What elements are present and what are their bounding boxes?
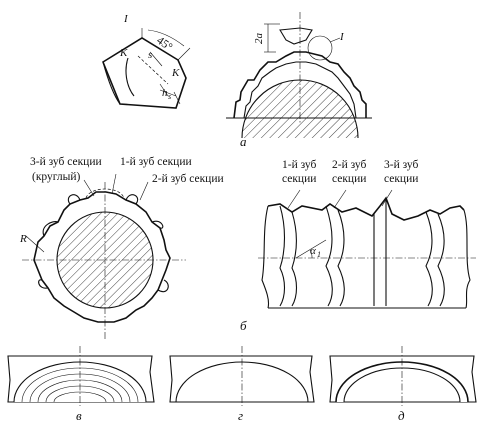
col2-leader bbox=[333, 189, 347, 209]
tooth-detail-insert bbox=[279, 27, 313, 45]
panel-d-block bbox=[329, 355, 477, 403]
col3-leader bbox=[381, 189, 393, 207]
detail-circle bbox=[307, 35, 333, 61]
col1-leader bbox=[287, 189, 301, 209]
h-s-label: h s bbox=[162, 87, 171, 101]
radius-leader bbox=[25, 235, 45, 253]
k-left-label: K bbox=[119, 47, 128, 59]
s-dimension bbox=[149, 51, 163, 67]
side-left-break bbox=[261, 205, 270, 309]
caption-v: в bbox=[76, 408, 82, 423]
tooth-6 bbox=[38, 279, 49, 289]
label-tooth3-line1: 3-й зуб секции bbox=[30, 156, 102, 168]
tooth-face-curve bbox=[125, 57, 135, 97]
panel-v-arc-6 bbox=[53, 391, 107, 403]
caption-b: б bbox=[240, 318, 247, 333]
h-dimension bbox=[159, 89, 177, 97]
detail-mark-label: I bbox=[123, 13, 129, 25]
tooth-2 bbox=[67, 194, 81, 205]
panel-d-half-bg bbox=[336, 362, 468, 402]
tooth-back-edge bbox=[102, 61, 121, 105]
panel-a-cutter-section: 2a I а bbox=[226, 12, 372, 149]
tooth2-leader bbox=[139, 181, 149, 201]
tooth-5 bbox=[157, 279, 169, 293]
detail-leader bbox=[329, 37, 341, 43]
tooth-section-4a bbox=[425, 211, 433, 307]
panel-v-half-bg bbox=[14, 362, 146, 402]
h-label: h bbox=[162, 87, 168, 99]
panel-v-block bbox=[7, 355, 155, 403]
2a-label: 2a bbox=[253, 33, 265, 45]
tooth-section-4b bbox=[437, 213, 445, 307]
h-extension-lines bbox=[159, 83, 181, 105]
panel-d: д bbox=[329, 346, 477, 423]
tooth-section-2a bbox=[325, 205, 333, 307]
alpha-sub-label: 1 bbox=[317, 250, 321, 259]
chip-line bbox=[137, 55, 169, 85]
k-right-label: K bbox=[171, 67, 180, 79]
tooth1-leader bbox=[111, 173, 117, 195]
label-tooth2: 2-й зуб секции bbox=[152, 173, 224, 185]
panel-g-lined-region bbox=[175, 361, 309, 403]
label-tooth3-line2: (круглый) bbox=[32, 171, 81, 183]
tooth-3 bbox=[125, 194, 139, 205]
alpha-label: α bbox=[310, 245, 316, 257]
col3-label-line2: секции bbox=[384, 173, 418, 185]
panel-a-tooth-detail: I 45° K K s h s bbox=[102, 13, 191, 109]
caption-a: а bbox=[240, 134, 247, 149]
tooth-1 bbox=[42, 221, 59, 237]
panel-b-cutter-front: 3-й зуб секции (круглый) 1-й зуб секции … bbox=[19, 156, 224, 340]
cutter-inner-outline bbox=[243, 61, 357, 119]
cutter-outline bbox=[233, 51, 367, 119]
col1-label-line1: 1-й зуб bbox=[282, 159, 317, 171]
caption-g: г bbox=[238, 408, 243, 423]
panel-g-block bbox=[169, 355, 315, 403]
angle-arc bbox=[147, 29, 185, 47]
col2-label-line2: секции bbox=[332, 173, 366, 185]
tooth-section-1a bbox=[279, 205, 286, 307]
tooth-section-1b bbox=[291, 211, 298, 307]
alpha-label-group: α 1 bbox=[310, 245, 321, 259]
s-label: s bbox=[148, 49, 152, 61]
tooth3-leader bbox=[83, 179, 95, 197]
angle-leaders bbox=[141, 28, 191, 61]
col3-label-line1: 3-й зуб bbox=[384, 159, 419, 171]
detail-mark-label-right: I bbox=[339, 31, 345, 43]
h-sub-label: s bbox=[168, 92, 171, 101]
label-tooth1: 1-й зуб секции bbox=[120, 156, 192, 168]
panel-b-cutter-side: α 1 1-й зуб секции 2-й зуб секции 3-й зу… bbox=[240, 159, 476, 333]
col2-label-line1: 2-й зуб bbox=[332, 159, 367, 171]
radius-label: R bbox=[19, 233, 27, 245]
col1-label-line2: секции bbox=[282, 173, 316, 185]
panel-v: в bbox=[7, 346, 155, 423]
side-right-break bbox=[463, 209, 471, 309]
panel-d-lined-region bbox=[343, 367, 461, 403]
alpha-arc bbox=[309, 249, 313, 259]
caption-d: д bbox=[398, 408, 405, 423]
panel-g-half-bg bbox=[176, 362, 308, 402]
panel-g: г bbox=[169, 346, 315, 423]
side-top-profile bbox=[267, 196, 465, 221]
alpha-leader bbox=[295, 239, 327, 259]
tooth-section-2b bbox=[337, 209, 345, 307]
tooth-4 bbox=[151, 220, 164, 229]
